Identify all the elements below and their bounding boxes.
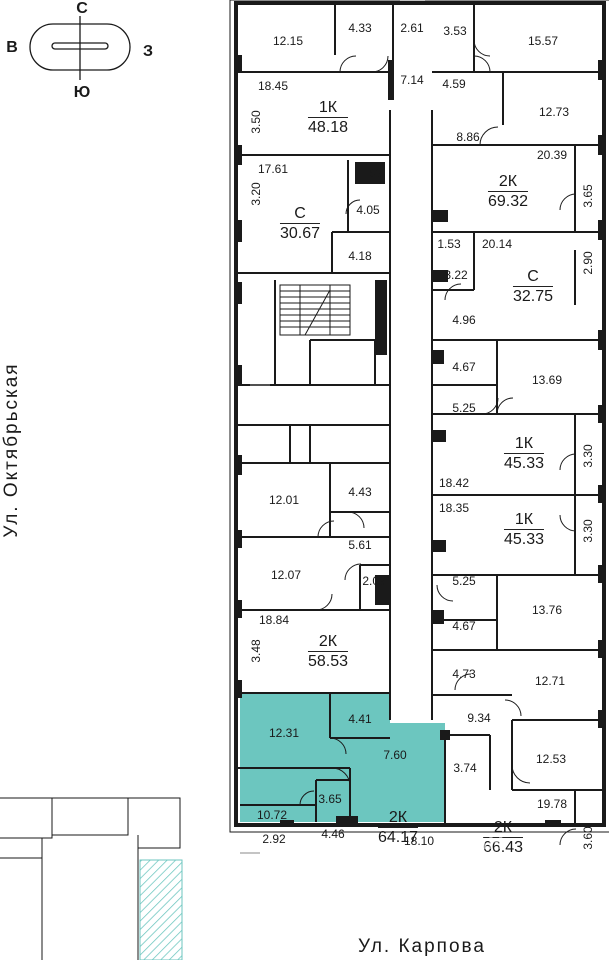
room-area: 3.20 bbox=[249, 182, 263, 206]
room-area: 3.60 bbox=[581, 826, 595, 850]
room-area: 18.45 bbox=[257, 79, 289, 93]
room-area: 3.22 bbox=[444, 268, 468, 282]
room-area: 1.53 bbox=[437, 237, 461, 251]
room-area: 18.42 bbox=[438, 476, 470, 490]
room-area: 3.50 bbox=[249, 110, 263, 134]
room-area: 7.60 bbox=[383, 748, 407, 762]
room-area: 12.15 bbox=[272, 34, 304, 48]
room-area: 19.78 bbox=[536, 797, 568, 811]
room-area: 3.53 bbox=[443, 24, 467, 38]
room-area: 3.48 bbox=[249, 639, 263, 663]
room-area: 12.07 bbox=[270, 568, 302, 582]
room-area: 2.90 bbox=[581, 251, 595, 275]
room-area: 9.34 bbox=[467, 711, 491, 725]
room-area: 13.76 bbox=[531, 603, 563, 617]
compass-rose bbox=[29, 16, 131, 80]
watermark: ЦИАН bbox=[440, 829, 504, 854]
room-area: 18.35 bbox=[438, 501, 470, 515]
room-area: 5.25 bbox=[452, 574, 476, 588]
room-area: 3.30 bbox=[581, 444, 595, 468]
room-area: 3.74 bbox=[453, 761, 477, 775]
door-swings bbox=[299, 39, 577, 846]
compass-south: Ю bbox=[73, 84, 91, 101]
room-area: 7.14 bbox=[400, 73, 424, 87]
room-area: 4.46 bbox=[321, 827, 345, 841]
street-label-bottom: Ул. Карпова bbox=[358, 936, 486, 957]
room-area: 12.31 bbox=[268, 726, 300, 740]
outer-wall-thin bbox=[229, 0, 609, 833]
windows bbox=[240, 0, 425, 854]
room-area: 4.73 bbox=[452, 667, 476, 681]
room-area: 3.65 bbox=[581, 184, 595, 208]
compass-east: З bbox=[142, 43, 154, 60]
room-area: 2.09 bbox=[362, 574, 386, 588]
room-area: 5.25 bbox=[452, 401, 476, 415]
room-area: 12.71 bbox=[534, 674, 566, 688]
room-area: 12.73 bbox=[538, 105, 570, 119]
room-area: 4.96 bbox=[452, 313, 476, 327]
room-area: 4.33 bbox=[348, 21, 372, 35]
highlighted-apartment[interactable] bbox=[240, 693, 445, 822]
room-area: 18.84 bbox=[258, 613, 290, 627]
room-area: 20.39 bbox=[536, 148, 568, 162]
room-area: 8.86 bbox=[456, 130, 480, 144]
room-area: 3.30 bbox=[581, 519, 595, 543]
room-area: 4.18 bbox=[348, 249, 372, 263]
room-area: 2.92 bbox=[262, 832, 286, 846]
room-area: 13.69 bbox=[531, 373, 563, 387]
compass-north: С bbox=[76, 0, 88, 17]
room-area: 3.65 bbox=[318, 792, 342, 806]
room-area: 1.63 bbox=[358, 166, 382, 180]
room-area: 4.59 bbox=[442, 77, 466, 91]
room-area: 20.14 bbox=[481, 237, 513, 251]
room-area: 4.05 bbox=[356, 203, 380, 217]
room-area: 4.43 bbox=[348, 485, 372, 499]
room-area: 17.61 bbox=[257, 162, 289, 176]
room-area: 12.01 bbox=[268, 493, 300, 507]
room-area: 5.61 bbox=[348, 538, 372, 552]
room-area: 4.67 bbox=[452, 619, 476, 633]
wall-blocks bbox=[234, 55, 606, 826]
compass-west: В bbox=[6, 39, 18, 56]
room-area: 4.41 bbox=[348, 712, 372, 726]
room-area: 18.10 bbox=[403, 834, 435, 848]
room-area: 10.72 bbox=[256, 808, 288, 822]
room-area: 12.53 bbox=[535, 752, 567, 766]
staircase bbox=[279, 284, 351, 336]
site-plan bbox=[0, 797, 181, 960]
street-label-left: Ул. Октябрьская bbox=[1, 362, 22, 538]
room-area: 4.67 bbox=[452, 360, 476, 374]
room-area: 2.61 bbox=[400, 21, 424, 35]
site-plan-highlight bbox=[139, 859, 183, 960]
room-area: 15.57 bbox=[527, 34, 559, 48]
